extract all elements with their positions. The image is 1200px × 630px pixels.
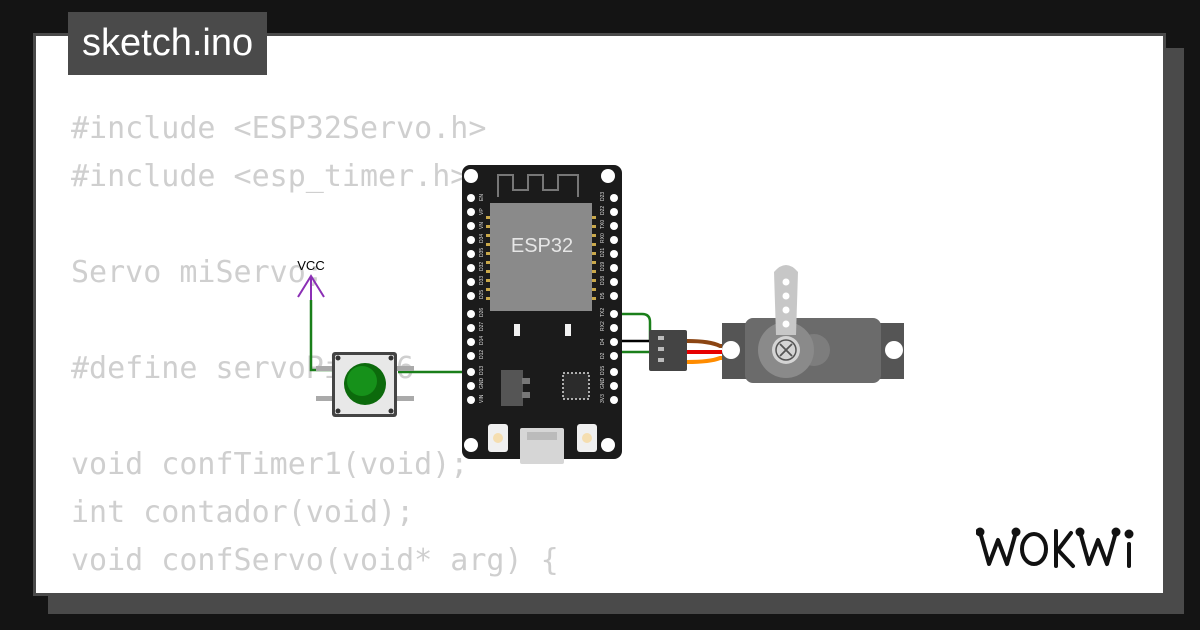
vcc-arrow-icon — [297, 274, 325, 300]
svg-text:VIN: VIN — [479, 394, 485, 403]
svg-text:RX0: RX0 — [600, 233, 606, 243]
push-button[interactable] — [316, 352, 414, 417]
file-tab[interactable]: sketch.ino — [68, 12, 268, 75]
code-line: int pos = contador(); — [71, 585, 559, 593]
code-line: int contador(void); — [71, 495, 415, 530]
code-line: Servo miServo; — [71, 255, 324, 290]
servo-motor[interactable] — [649, 265, 904, 383]
svg-text:D23: D23 — [600, 192, 606, 201]
svg-text:EN: EN — [479, 194, 485, 201]
svg-text:D26: D26 — [479, 308, 485, 317]
wokwi-logo-icon — [975, 527, 1134, 568]
vcc-power-symbol[interactable]: VCC — [297, 258, 325, 300]
svg-text:RX2: RX2 — [600, 321, 606, 331]
svg-text:D19: D19 — [600, 262, 606, 271]
code-background: #include <ESP32Servo.h> #include <esp_tim… — [71, 105, 559, 593]
svg-text:D4: D4 — [600, 338, 606, 345]
svg-text:TX2: TX2 — [600, 308, 606, 317]
servo-horn — [774, 265, 798, 335]
servo-brown-wire — [686, 339, 745, 348]
svg-text:D33: D33 — [479, 276, 485, 285]
esp32-module — [490, 203, 592, 311]
svg-text:D14: D14 — [479, 336, 485, 345]
svg-text:D18: D18 — [600, 276, 606, 285]
svg-text:D21: D21 — [600, 248, 606, 257]
svg-text:TX0: TX0 — [600, 220, 606, 229]
svg-text:GND: GND — [479, 378, 485, 390]
svg-text:D25: D25 — [479, 290, 485, 299]
code-line: #include <ESP32Servo.h> — [71, 111, 487, 146]
code-line: #include <esp_timer.h> — [71, 159, 469, 194]
svg-text:D15: D15 — [600, 366, 606, 375]
code-line: void confTimer1(void); — [71, 447, 469, 482]
svg-text:D12: D12 — [479, 350, 485, 359]
svg-text:VN: VN — [479, 222, 485, 229]
esp32-board[interactable]: ESP32 EN VP VN D34 D35 D32 D33 D25 D26 D… — [462, 165, 622, 464]
svg-text:D2: D2 — [600, 352, 606, 359]
servo-orange-wire — [686, 356, 745, 364]
svg-text:3V3: 3V3 — [600, 394, 606, 403]
antenna-icon — [497, 174, 579, 197]
pin-header-right — [610, 194, 618, 404]
usb-uart-chip — [562, 372, 590, 400]
pin-labels-right: D23 D22 TX0 RX0 D21 D19 D18 D5 TX2 RX2 D… — [600, 192, 606, 403]
svg-text:D22: D22 — [600, 206, 606, 215]
svg-text:D5: D5 — [600, 292, 606, 299]
code-line: void confServo(void* arg) { — [71, 543, 559, 578]
svg-text:VP: VP — [479, 208, 485, 215]
esp32-label: ESP32 — [511, 235, 573, 257]
pin-labels-left: EN VP VN D34 D35 D32 D33 D25 D26 D27 D14… — [479, 194, 485, 403]
svg-text:D27: D27 — [479, 322, 485, 331]
vcc-label: VCC — [297, 258, 324, 273]
pin-header-left — [467, 194, 475, 404]
wokwi-logo — [975, 522, 1152, 579]
regulator-chip — [501, 370, 523, 406]
svg-text:D34: D34 — [479, 234, 485, 243]
svg-text:D35: D35 — [479, 248, 485, 257]
svg-text:GND: GND — [600, 378, 606, 390]
servo-connector — [649, 330, 687, 371]
wire-d26-servo — [470, 312, 660, 343]
svg-text:D13: D13 — [479, 366, 485, 375]
svg-text:D32: D32 — [479, 262, 485, 271]
